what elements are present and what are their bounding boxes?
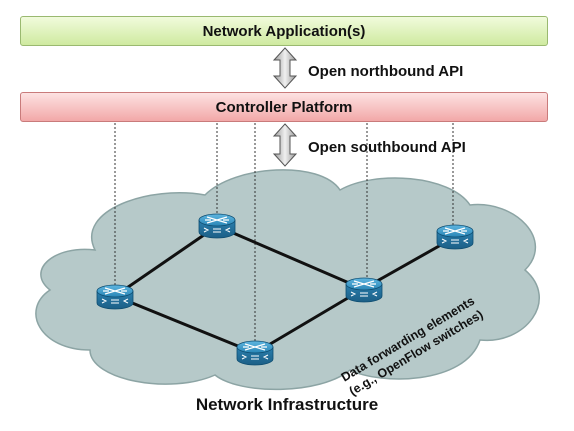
controller-platform-bar: Controller Platform	[20, 92, 548, 122]
switch-center-right	[345, 277, 383, 303]
application-layer-label: Network Application(s)	[202, 22, 366, 40]
southbound-api-label: Open southbound API	[308, 139, 466, 156]
northbound-arrow	[272, 47, 298, 89]
switch-bottom	[236, 340, 274, 366]
data-links	[113, 224, 457, 355]
northbound-api-label: Open northbound API	[308, 63, 464, 80]
switch-top	[198, 213, 236, 239]
application-layer-bar: Network Application(s)	[20, 16, 548, 46]
southbound-arrow	[272, 123, 298, 167]
switch-left	[96, 284, 134, 310]
controller-platform-label: Controller Platform	[215, 98, 353, 116]
switch-right	[436, 224, 474, 250]
network-cloud	[35, 169, 540, 391]
control-lines	[114, 123, 454, 348]
infrastructure-label: Network Infrastructure	[195, 395, 379, 414]
